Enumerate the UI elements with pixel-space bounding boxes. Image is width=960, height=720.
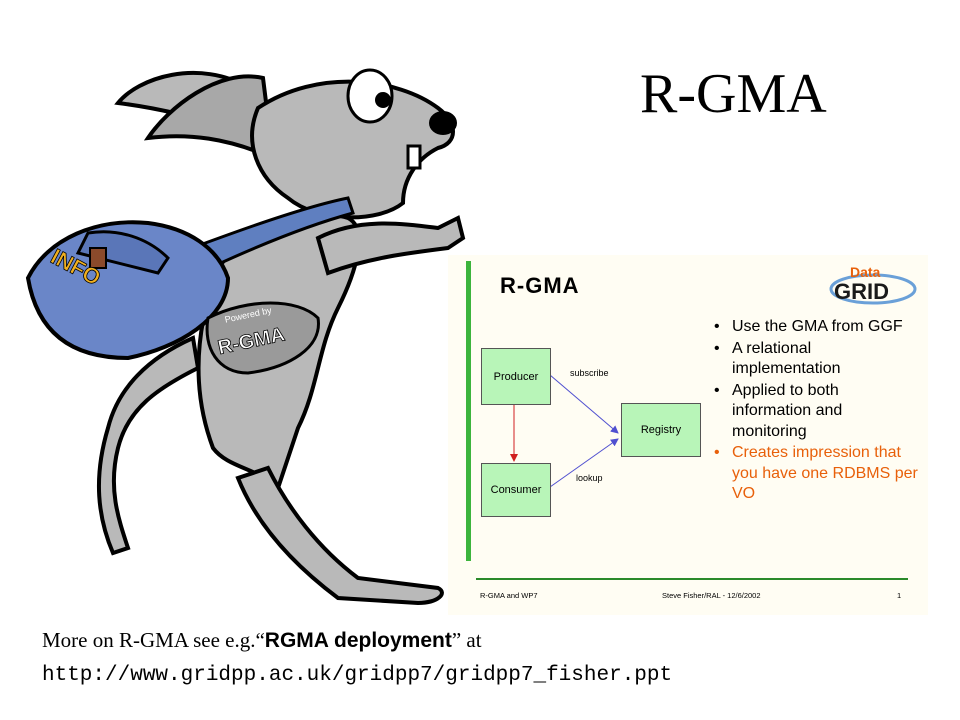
slide-accent-bar — [466, 261, 471, 561]
logo-data-text: Data — [850, 264, 881, 280]
caption-text: More on R-GMA see e.g.“RGMA deployment” … — [42, 628, 482, 652]
lookup-label: lookup — [576, 473, 603, 483]
slide-footer-left: R-GMA and WP7 — [480, 591, 538, 600]
logo-grid-text: GRID — [834, 279, 889, 304]
registry-box: Registry — [621, 403, 701, 457]
bullet-item: •Applied to both information and monitor… — [714, 381, 843, 440]
slide-page-number: 1 — [897, 591, 902, 600]
bullet-item: •Use the GMA from GGF — [714, 318, 903, 335]
bullet-item: •A relational implementation — [714, 339, 841, 378]
page-title: R-GMA — [640, 63, 827, 125]
subscribe-label: subscribe — [570, 368, 609, 378]
embedded-slide: R-GMA Data GRID Producer Consumer Regist… — [448, 255, 928, 615]
bullet-item-highlighted: •Creates impression that you have one RD… — [714, 444, 918, 502]
lookup-arrow — [549, 438, 619, 488]
producer-box: Producer — [481, 348, 551, 405]
slide-title: R-GMA — [500, 273, 580, 298]
subscribe-arrow — [549, 374, 619, 434]
datagrid-logo: Data GRID — [829, 264, 917, 305]
slide-footer-divider — [476, 578, 908, 580]
slide-bullet-list: •Use the GMA from GGF •A relational impl… — [710, 317, 920, 506]
rgma-diagram-arrows — [510, 374, 619, 488]
caption-link-title: RGMA deployment — [264, 629, 452, 652]
reference-url[interactable]: http://www.gridpp.ac.uk/gridpp7/gridpp7_… — [42, 664, 673, 687]
rabbit-mascot-illustration: INFO Powered by R-GMA — [25, 68, 466, 606]
slide-footer-center: Steve Fisher/RAL - 12/6/2002 — [662, 591, 761, 600]
consumer-box: Consumer — [481, 463, 551, 517]
